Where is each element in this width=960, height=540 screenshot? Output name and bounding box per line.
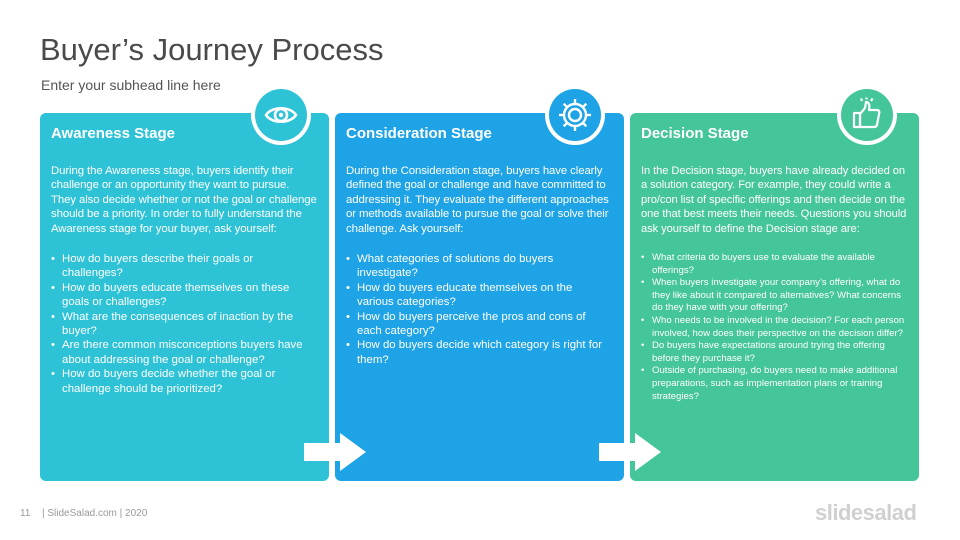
list-item: How do buyers educate themselves on thes… — [51, 281, 317, 310]
list-item: Do buyers have expectations around tryin… — [641, 340, 907, 365]
decision-stage-card: Decision Stage In the Decision stage, bu… — [630, 113, 919, 481]
list-item: How do buyers describe their goals or ch… — [51, 252, 317, 281]
gear-icon — [559, 99, 591, 131]
consideration-stage-card: Consideration Stage During the Considera… — [335, 113, 624, 481]
list-item: How do buyers decide which category is r… — [346, 338, 612, 367]
slidesalad-logo: slidesalad — [815, 500, 917, 525]
bullet-list: What criteria do buyers use to evaluate … — [641, 252, 907, 403]
thumbs-up-icon — [852, 97, 881, 129]
list-item: When buyers investigate your company’s o… — [641, 277, 907, 315]
list-item: What criteria do buyers use to evaluate … — [641, 252, 907, 277]
bullet-list: How do buyers describe their goals or ch… — [51, 252, 317, 396]
list-item: Outside of purchasing, do buyers need to… — [641, 365, 907, 403]
card-title: Awareness Stage — [51, 125, 175, 142]
awareness-stage-card: Awareness Stage During the Awareness sta… — [40, 113, 329, 481]
eye-icon — [264, 106, 298, 124]
page-subtitle: Enter your subhead line here — [41, 77, 221, 93]
bullet-list: What categories of solutions do buyers i… — [346, 252, 612, 367]
awareness-badge — [251, 85, 311, 145]
list-item: Who needs to be involved in the decision… — [641, 315, 907, 340]
list-item: Are there common misconceptions buyers h… — [51, 338, 317, 367]
card-title: Consideration Stage — [346, 125, 492, 142]
list-item: What are the consequences of inaction by… — [51, 310, 317, 339]
page-title: Buyer’s Journey Process — [40, 32, 384, 67]
card-body: During the Awareness stage, buyers ident… — [51, 165, 317, 235]
list-item: How do buyers educate themselves on the … — [346, 281, 612, 310]
list-item: How do buyers perceive the pros and cons… — [346, 310, 612, 339]
list-item: What categories of solutions do buyers i… — [346, 252, 612, 281]
page-number: 11 — [20, 508, 31, 519]
consideration-badge — [545, 85, 605, 145]
footer-text: | SlideSalad.com | 2020 — [42, 508, 148, 519]
arrow-right-icon — [304, 433, 366, 471]
card-title: Decision Stage — [641, 125, 749, 142]
card-body: During the Consideration stage, buyers h… — [346, 165, 609, 235]
decision-badge — [837, 85, 897, 145]
list-item: How do buyers decide whether the goal or… — [51, 367, 317, 396]
card-body: In the Decision stage, buyers have alrea… — [641, 165, 907, 235]
arrow-right-icon — [599, 433, 661, 471]
